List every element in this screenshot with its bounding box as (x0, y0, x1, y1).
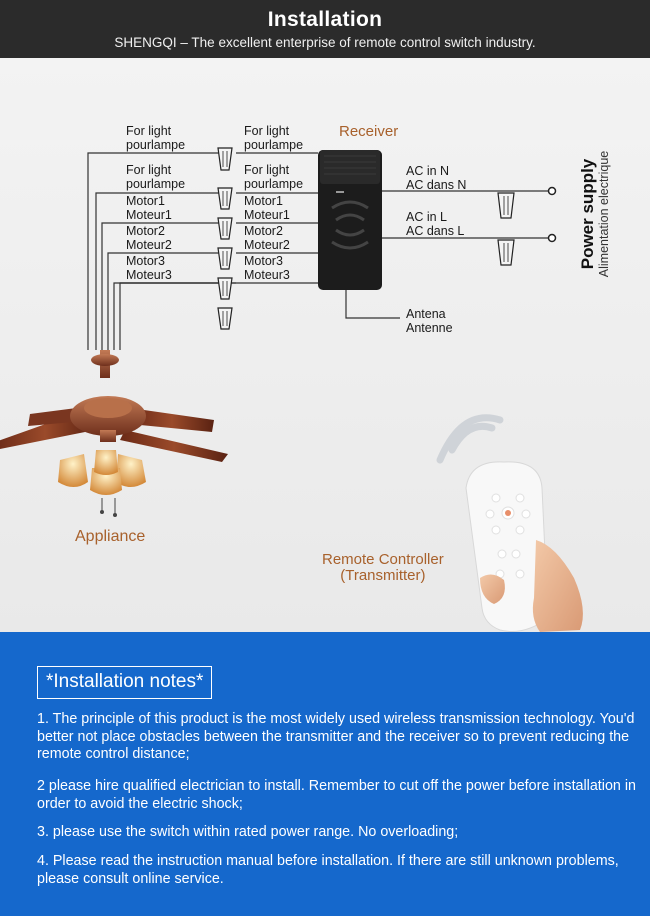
receiver-box (318, 150, 382, 290)
wiring-diagram: Receiver For light pourlampe For light p… (0, 58, 650, 632)
left-label-motor-3: Motor3 Moteur3 (126, 254, 172, 282)
receiver-label: Receiver (339, 123, 399, 140)
connector-ridges (222, 151, 509, 326)
mid-label-motor-3: Motor3 Moteur3 (244, 254, 290, 282)
left-label-light-1: For light pourlampe (126, 124, 186, 152)
ac-l-label: AC in L AC dans L (406, 210, 465, 238)
note-item-3: 3. please use the switch within rated po… (37, 824, 459, 840)
mid-label-motor-2: Motor2 Moteur2 (244, 224, 290, 252)
note-item-2: 2 please hire qualified electrician to i… (37, 778, 636, 812)
terminal-n (547, 186, 557, 196)
ceiling-fan-image (0, 350, 228, 517)
installation-notes-section: *Installation notes* 1. The principle of… (0, 632, 650, 916)
ac-n-label: AC in N AC dans N (406, 164, 467, 192)
left-label-motor-2: Motor2 Moteur2 (126, 224, 172, 252)
left-label-light-2: For light pourlampe (126, 163, 186, 191)
appliance-label: Appliance (75, 528, 146, 545)
mid-label-light-1: For light pourlampe (244, 124, 304, 152)
remote-controller-label: Remote Controller (Transmitter) (322, 551, 444, 584)
mid-label-motor-1: Motor1 Moteur1 (244, 194, 290, 222)
terminal-l (547, 233, 557, 243)
header-bar: Installation SHENGQI – The excellent ent… (0, 0, 650, 58)
mid-label-light-2: For light pourlampe (244, 163, 304, 191)
remote-controller-image (436, 414, 583, 632)
page-title: Installation (267, 8, 383, 31)
left-label-motor-1: Motor1 Moteur1 (126, 194, 172, 222)
wire-connectors (217, 147, 515, 330)
power-supply-label: Power supply Alimentation electrique (578, 150, 611, 278)
antenna-label: Antena Antenne (406, 307, 453, 335)
note-item-4: 4. Please read the instruction manual be… (37, 853, 619, 887)
notes-title: *Installation notes* (37, 666, 213, 699)
note-item-1: 1. The principle of this product is the … (37, 711, 635, 762)
wiring-graphic (0, 147, 583, 632)
page-subtitle: SHENGQI – The excellent enterprise of re… (114, 35, 536, 50)
